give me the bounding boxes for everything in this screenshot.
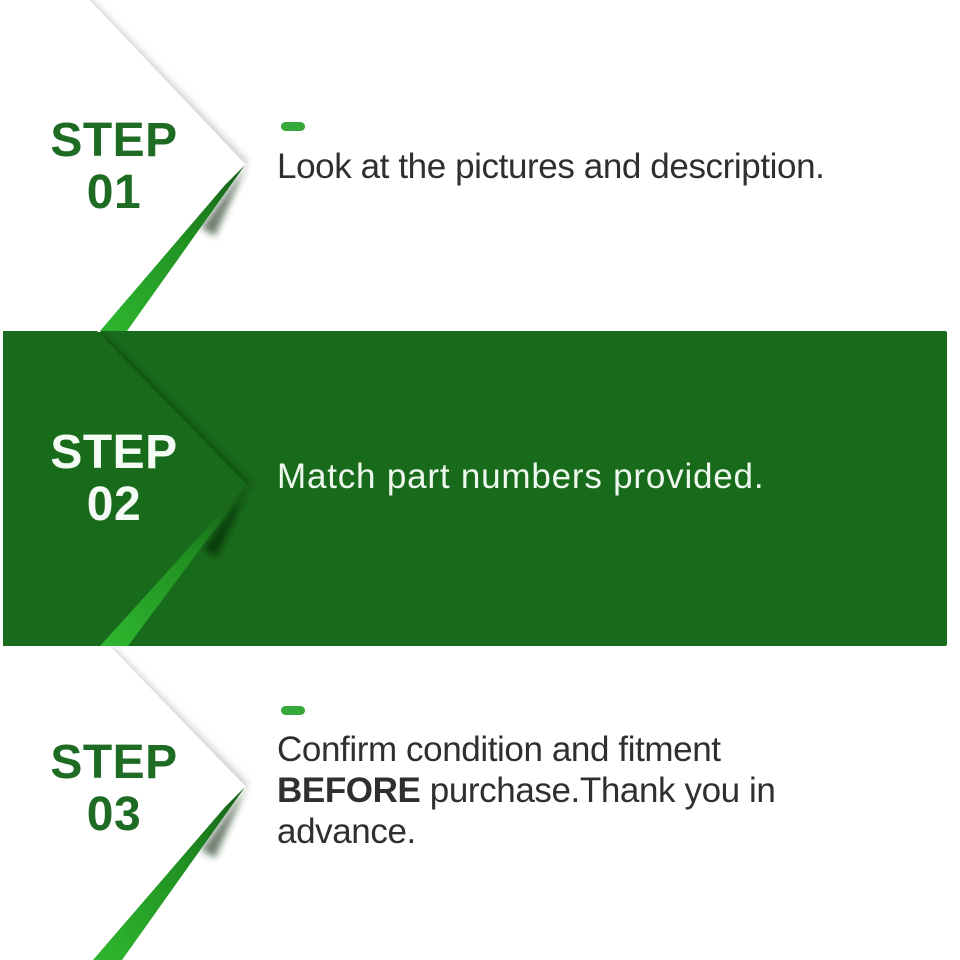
chevron-step-2 bbox=[3, 331, 252, 646]
ribbon-step-2 bbox=[100, 486, 247, 646]
step-3-description-line-3: advance. bbox=[277, 812, 416, 851]
step-3-description-line-1: Confirm condition and fitment bbox=[277, 730, 721, 769]
green-band bbox=[3, 331, 947, 646]
step-2-number: 02 bbox=[86, 478, 142, 531]
before-emphasis: BEFORE bbox=[277, 771, 421, 810]
step-3-description: Confirm condition and fitment BEFORE pur… bbox=[277, 729, 776, 852]
step-3-label: STEP 03 bbox=[0, 737, 228, 841]
chevron-step-3 bbox=[0, 646, 249, 960]
dash-icon bbox=[281, 706, 305, 715]
step-2-word: STEP bbox=[50, 426, 178, 479]
chevron-step-1 bbox=[0, 0, 249, 332]
step-3-description-line-2: BEFORE purchase.Thank you in bbox=[277, 771, 776, 810]
step-2-label: STEP 02 bbox=[0, 427, 228, 531]
ribbon-step-1 bbox=[100, 165, 245, 331]
ribbon-step-3 bbox=[93, 787, 245, 960]
step-1-label: STEP 01 bbox=[0, 115, 228, 219]
step-1-number: 01 bbox=[86, 166, 142, 219]
step-3-number: 03 bbox=[86, 788, 142, 841]
dash-icon bbox=[281, 122, 305, 131]
step-2-description: Match part numbers provided. bbox=[277, 457, 765, 496]
step-1-word: STEP bbox=[50, 114, 178, 167]
step-3-word: STEP bbox=[50, 736, 178, 789]
step-1-description: Look at the pictures and description. bbox=[277, 147, 825, 186]
